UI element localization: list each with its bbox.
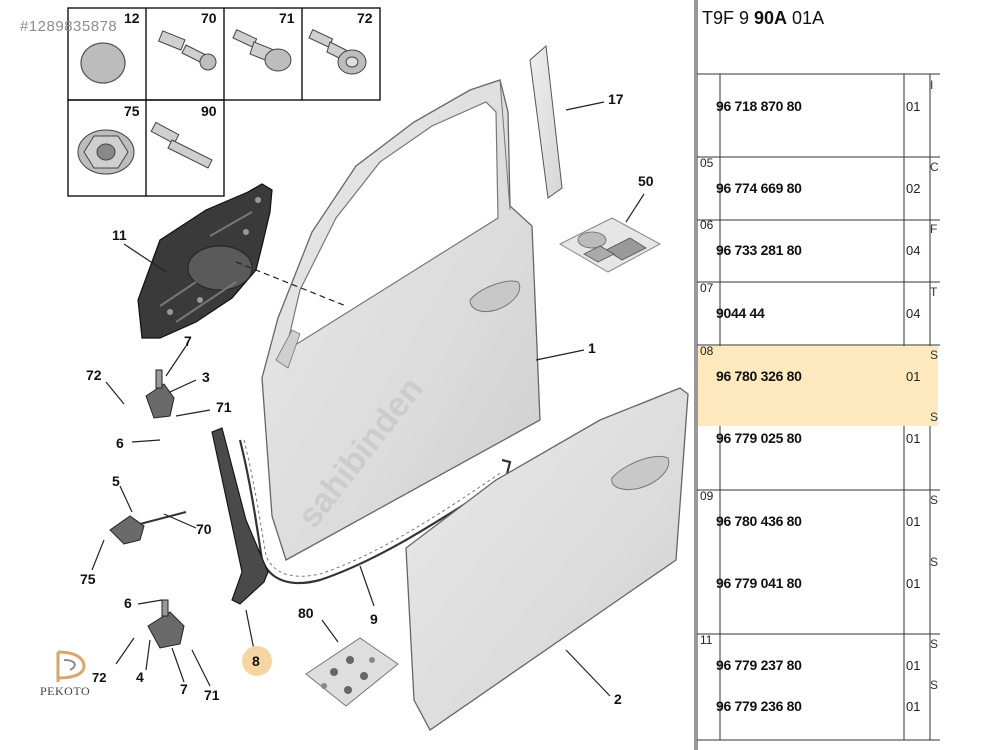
part-quantity: 04 — [906, 243, 921, 258]
part-description-fragment: S — [930, 555, 939, 569]
callout-72-upper: 72 — [86, 367, 102, 383]
callout-71-upper: 71 — [216, 399, 232, 415]
code-suffix: 01A — [787, 8, 825, 28]
leader-lines — [91, 101, 645, 697]
window-regulator-11 — [137, 183, 273, 339]
part-reference: 96 779 236 80 — [716, 698, 802, 714]
callout-7-lower: 7 — [180, 681, 188, 697]
bolt-72-icon — [308, 29, 367, 75]
part-quantity: 04 — [906, 306, 921, 321]
lower-hinge-4 — [147, 599, 185, 649]
part-description-fragment: T — [930, 285, 938, 299]
part-quantity: 01 — [906, 99, 921, 114]
plug-12-icon — [80, 42, 126, 84]
screw-70-icon — [157, 30, 217, 71]
part-description-fragment: S — [930, 410, 939, 424]
sill-trim-8 — [211, 427, 269, 605]
grid-label-70: 70 — [201, 10, 217, 26]
part-row-number: 05 — [700, 156, 714, 170]
callout-70: 70 — [196, 521, 212, 537]
part-description-fragment: C — [930, 160, 939, 174]
part-description-fragment: S — [930, 348, 939, 362]
callout-1: 1 — [588, 340, 596, 356]
door-seal-9 — [238, 439, 512, 585]
part-description-fragment: S — [930, 493, 939, 507]
diagram-code-header: T9F 9 90A 01A — [702, 8, 824, 29]
callout-5: 5 — [112, 473, 120, 489]
part-quantity: 01 — [906, 658, 921, 673]
logo-text: PEKOTO — [40, 684, 91, 698]
fastener-grid — [67, 7, 381, 197]
grid-label-90: 90 — [201, 103, 217, 119]
part-quantity: 01 — [906, 699, 921, 714]
clip-kit-80 — [305, 637, 399, 707]
callout-17: 17 — [608, 91, 624, 107]
callout-50: 50 — [638, 173, 654, 189]
part-description-fragment: F — [930, 222, 938, 236]
part-reference: 96 780 326 80 — [716, 368, 802, 384]
upper-hinge-3 — [145, 369, 175, 419]
door-check-5 — [109, 511, 187, 545]
nut-75-icon — [77, 129, 135, 175]
part-reference: 96 733 281 80 — [716, 242, 802, 258]
callout-8-badge — [242, 646, 272, 676]
code-bold: 90A — [754, 8, 788, 28]
code-prefix: T9F 9 — [702, 8, 755, 28]
bolt-71-icon — [232, 29, 292, 72]
part-description-fragment: S — [930, 637, 939, 651]
callout-6-upper: 6 — [116, 435, 124, 451]
part-reference: 96 718 870 80 — [716, 98, 802, 114]
callout-6-lower: 6 — [124, 595, 132, 611]
outer-skin-2 — [405, 387, 689, 731]
pillar-trim-17 — [529, 44, 563, 199]
grid-label-75: 75 — [124, 103, 140, 119]
part-quantity: 01 — [906, 369, 921, 384]
pad-kit-50 — [558, 217, 662, 273]
part-row-number: 06 — [700, 218, 714, 232]
callout-80: 80 — [298, 605, 314, 621]
part-reference: 9044 44 — [716, 305, 765, 321]
watermark-id: #1289835878 — [20, 18, 118, 35]
logo-number: 72 — [92, 670, 107, 685]
callout-11: 11 — [112, 227, 127, 243]
part-reference: 96 774 669 80 — [716, 180, 802, 196]
grid-label-71: 71 — [279, 10, 295, 26]
part-reference: 96 779 041 80 — [716, 575, 802, 591]
part-row-number: 07 — [700, 281, 714, 295]
callout-7-upper: 7 — [184, 333, 192, 349]
rivet-90-icon — [150, 121, 213, 169]
callout-9: 9 — [370, 611, 378, 627]
callout-2: 2 — [614, 691, 622, 707]
part-description-fragment: I — [930, 78, 934, 92]
part-quantity: 01 — [906, 576, 921, 591]
part-quantity: 02 — [906, 181, 921, 196]
part-row-number: 09 — [700, 489, 714, 503]
part-row-number: 08 — [700, 344, 714, 358]
callout-8: 8 — [252, 653, 260, 669]
grid-label-12: 12 — [124, 10, 140, 26]
parts-table-rules — [694, 0, 940, 750]
part-row-number: 11 — [700, 633, 713, 647]
part-description-fragment: S — [930, 678, 939, 692]
grid-label-72: 72 — [357, 10, 373, 26]
part-quantity: 01 — [906, 514, 921, 529]
part-reference: 96 779 237 80 — [716, 657, 802, 673]
highlighted-row-08 — [698, 346, 938, 426]
callout-71-lower: 71 — [204, 687, 220, 703]
callout-75: 75 — [80, 571, 96, 587]
part-reference: 96 779 025 80 — [716, 430, 802, 446]
door-shell-1 — [261, 79, 541, 561]
callout-3: 3 — [202, 369, 210, 385]
part-reference: 96 780 436 80 — [716, 513, 802, 529]
callout-4: 4 — [136, 669, 144, 685]
pekoto-logo-icon — [56, 650, 86, 682]
part-quantity: 01 — [906, 431, 921, 446]
